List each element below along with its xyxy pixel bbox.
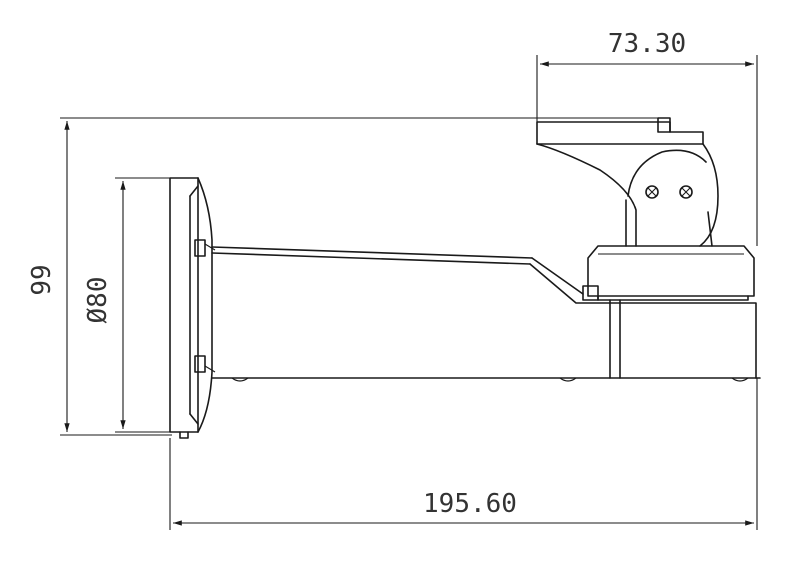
dimension-label-total-length: 195.60 [423,489,517,519]
bracket-outline [169,117,761,439]
bracket-head [587,245,757,379]
dimension-total-height: 99 [27,117,670,436]
dimension-base-diameter: Ø80 [83,177,170,433]
dimension-label-total-height: 99 [27,264,57,295]
wall-base-plate [169,177,216,439]
tilt-hinge [536,117,719,247]
bracket-arm [211,246,761,382]
dimension-label-base-diameter: Ø80 [83,277,113,324]
dimension-total-length: 195.60 [169,378,758,530]
dimension-top-width: 73.30 [536,29,758,246]
dimension-label-top-width: 73.30 [608,29,686,59]
